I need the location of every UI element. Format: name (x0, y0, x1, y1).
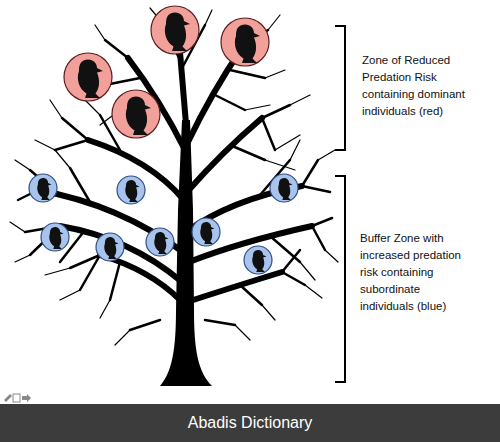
watermark-text: Abadis Dictionary (0, 413, 500, 433)
toolbar-icons (4, 394, 31, 402)
zone-label: Buffer Zone with increased predation ris… (360, 230, 464, 315)
zone-label: Zone of Reduced Predation Risk containin… (362, 52, 480, 120)
zone-bracket (335, 176, 345, 382)
watermark-bar (0, 404, 500, 442)
zone-bracket (335, 26, 345, 150)
